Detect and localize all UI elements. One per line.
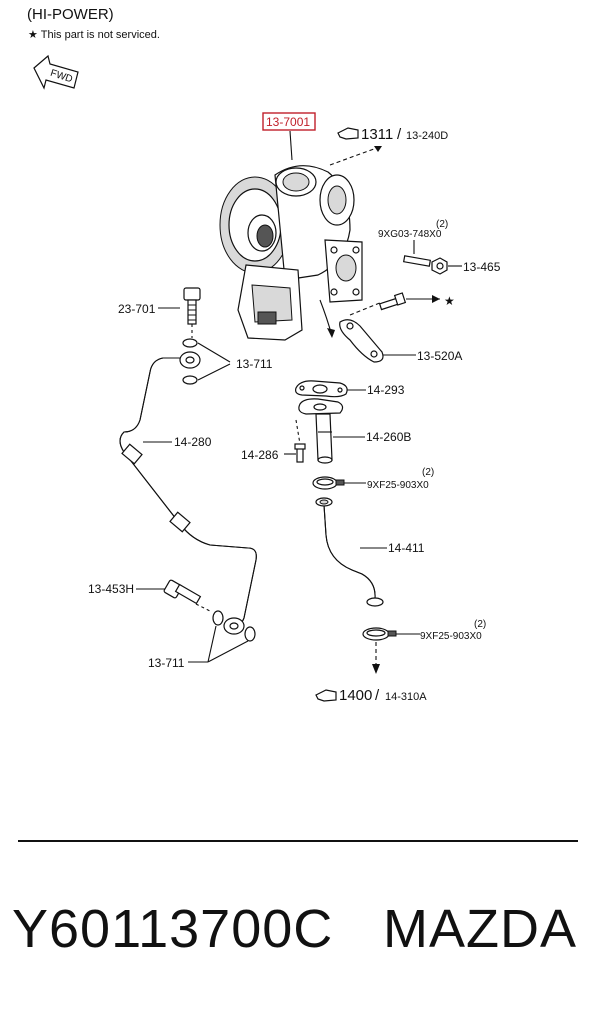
- part-number: Y60113700C: [12, 899, 334, 959]
- callout-13-711-bottom[interactable]: 13-711: [148, 656, 185, 670]
- qty-9xg: (2): [436, 219, 448, 230]
- callout-9xf25-903x0-top[interactable]: 9XF25-903X0: [367, 480, 429, 491]
- hose-clamp-bottom: [362, 627, 397, 641]
- diagram-title: (HI-POWER): [27, 6, 114, 23]
- callout-13-520a[interactable]: 13-520A: [417, 349, 462, 363]
- bracket-13-520a: [339, 319, 384, 363]
- callout-13-453h[interactable]: 13-453H: [88, 582, 134, 596]
- star-icon: ★: [28, 29, 38, 41]
- callout-13-7001[interactable]: 13-7001: [266, 115, 310, 129]
- qty-9xf-bottom: (2): [474, 619, 486, 630]
- stud-bolt: [402, 255, 432, 267]
- ref-top-sub[interactable]: 13-240D: [406, 130, 448, 142]
- callout-14-411[interactable]: 14-411: [388, 541, 425, 555]
- oil-drain-hose-14-411: [315, 497, 384, 607]
- callout-9xg03-748x0[interactable]: 9XG03-748X0: [378, 229, 442, 240]
- ref-bottom-sub[interactable]: 14-310A: [385, 691, 427, 703]
- callout-13-711-top[interactable]: 13-711: [236, 357, 273, 371]
- qty-9xf-top: (2): [422, 467, 434, 478]
- hose-clamp-top: [312, 476, 345, 490]
- callout-9xf25-903x0-bottom[interactable]: 9XF25-903X0: [420, 631, 482, 642]
- star-marker: ★: [444, 294, 455, 308]
- hand-pointer-icon: [337, 127, 359, 140]
- banjo-bolt-23-701: [183, 287, 201, 325]
- turbocharger-assembly: [219, 165, 363, 341]
- gasket-14-293: [295, 380, 348, 398]
- callout-14-286[interactable]: 14-286: [241, 448, 279, 462]
- footer-divider: [18, 840, 578, 842]
- callout-14-293[interactable]: 14-293: [367, 383, 405, 397]
- callout-14-260b[interactable]: 14-260B: [366, 430, 411, 444]
- service-note-text: This part is not serviced.: [40, 29, 160, 41]
- svg-text:/: /: [397, 126, 402, 143]
- banjo-bolt-13-453h: [163, 579, 202, 605]
- svg-text:/: /: [375, 687, 380, 704]
- hand-pointer-icon-bottom: [315, 689, 337, 702]
- bolt-not-serviced: [378, 292, 407, 311]
- main-callout-box: [262, 112, 316, 131]
- oil-feed-pipe-14-280: [119, 351, 257, 635]
- service-note: ★ This part is not serviced.: [28, 28, 160, 41]
- ref-bottom-number[interactable]: 1400: [339, 687, 372, 704]
- oil-drain-pipe-14-260b: [298, 398, 344, 464]
- callout-13-465[interactable]: 13-465: [463, 260, 501, 274]
- nut-13-465: [431, 257, 448, 275]
- fwd-arrow-icon: FWD: [33, 54, 79, 90]
- ref-top-number[interactable]: 1311: [361, 126, 393, 143]
- callout-23-701[interactable]: 23-701: [118, 302, 156, 316]
- callout-14-280[interactable]: 14-280: [174, 435, 212, 449]
- bolt-14-286: [294, 443, 306, 463]
- parts-diagram: FWD 13-7001 1311 / 13-240D (2) 9XG03-748: [33, 54, 501, 704]
- brand-name: MAZDA: [383, 899, 577, 959]
